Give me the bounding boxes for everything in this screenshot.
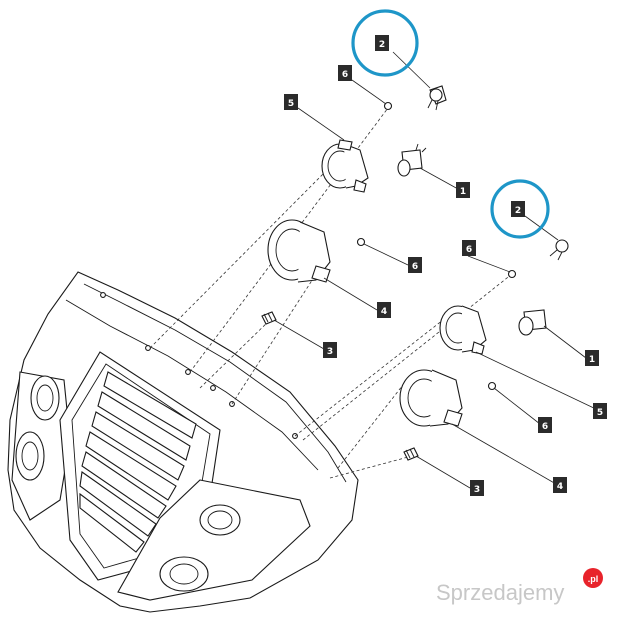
svg-text:6: 6 bbox=[542, 422, 548, 432]
callout-2-upper: 2 bbox=[375, 35, 389, 51]
callout-6-right: 6 bbox=[462, 240, 476, 256]
svg-text:3: 3 bbox=[474, 485, 480, 495]
nut-6-mid bbox=[356, 237, 366, 247]
highlight-ring-upper bbox=[351, 9, 419, 77]
svg-text:2: 2 bbox=[379, 40, 385, 50]
callout-3-lower: 3 bbox=[470, 480, 484, 496]
bulb-2-lower bbox=[549, 239, 569, 261]
svg-text:5: 5 bbox=[288, 99, 294, 109]
bulb-1-lower bbox=[518, 309, 547, 336]
callout-4-upper: 4 bbox=[377, 302, 391, 318]
callout-1-upper: 1 bbox=[456, 182, 470, 198]
nut-6-lower-a bbox=[507, 269, 517, 279]
front-bumper bbox=[7, 271, 359, 613]
callout-5-upper: 5 bbox=[284, 94, 298, 110]
fog-lamp-5-lower bbox=[439, 305, 487, 355]
callout-6-mid: 6 bbox=[408, 257, 422, 273]
spring-3-lower bbox=[403, 447, 419, 461]
svg-text:1: 1 bbox=[460, 187, 466, 197]
svg-text:6: 6 bbox=[342, 70, 348, 80]
highlight-ring-lower bbox=[490, 179, 550, 239]
watermark: Sprzedajemy .pl bbox=[436, 568, 603, 605]
callout-4-lower: 4 bbox=[553, 477, 567, 493]
nut-6-upper bbox=[383, 101, 393, 111]
watermark-logo-dot bbox=[583, 568, 603, 588]
bulb-2-upper bbox=[427, 85, 447, 111]
svg-text:4: 4 bbox=[381, 307, 387, 317]
upper-fog-lamp-assembly bbox=[261, 85, 447, 325]
spring-3-upper bbox=[261, 311, 277, 325]
watermark-text: Sprzedajemy bbox=[436, 580, 564, 605]
nut-6-lower-b bbox=[487, 381, 497, 391]
watermark-suffix: .pl bbox=[588, 574, 599, 584]
fog-lamp-4-upper bbox=[267, 219, 331, 283]
fog-lamp-4-lower bbox=[399, 369, 463, 427]
svg-text:1: 1 bbox=[589, 355, 595, 365]
callout-5-lower: 5 bbox=[593, 403, 607, 419]
callout-2-lower: 2 bbox=[511, 201, 525, 217]
svg-text:4: 4 bbox=[557, 482, 563, 492]
left-fog-housing bbox=[11, 371, 71, 521]
right-fog-housing bbox=[117, 479, 311, 601]
svg-text:6: 6 bbox=[466, 245, 472, 255]
svg-text:5: 5 bbox=[597, 408, 603, 418]
fog-lamp-5-upper bbox=[321, 139, 369, 193]
callout-6-upper: 6 bbox=[338, 65, 352, 81]
callout-3-upper: 3 bbox=[323, 342, 337, 358]
svg-text:3: 3 bbox=[327, 347, 333, 357]
svg-text:6: 6 bbox=[412, 262, 418, 272]
svg-text:2: 2 bbox=[515, 206, 521, 216]
callout-6-lower: 6 bbox=[538, 417, 552, 433]
leader-lines bbox=[273, 51, 599, 489]
lower-fog-lamp-assembly bbox=[399, 239, 569, 461]
bulb-1-upper bbox=[397, 143, 427, 177]
callout-1-lower: 1 bbox=[585, 350, 599, 366]
